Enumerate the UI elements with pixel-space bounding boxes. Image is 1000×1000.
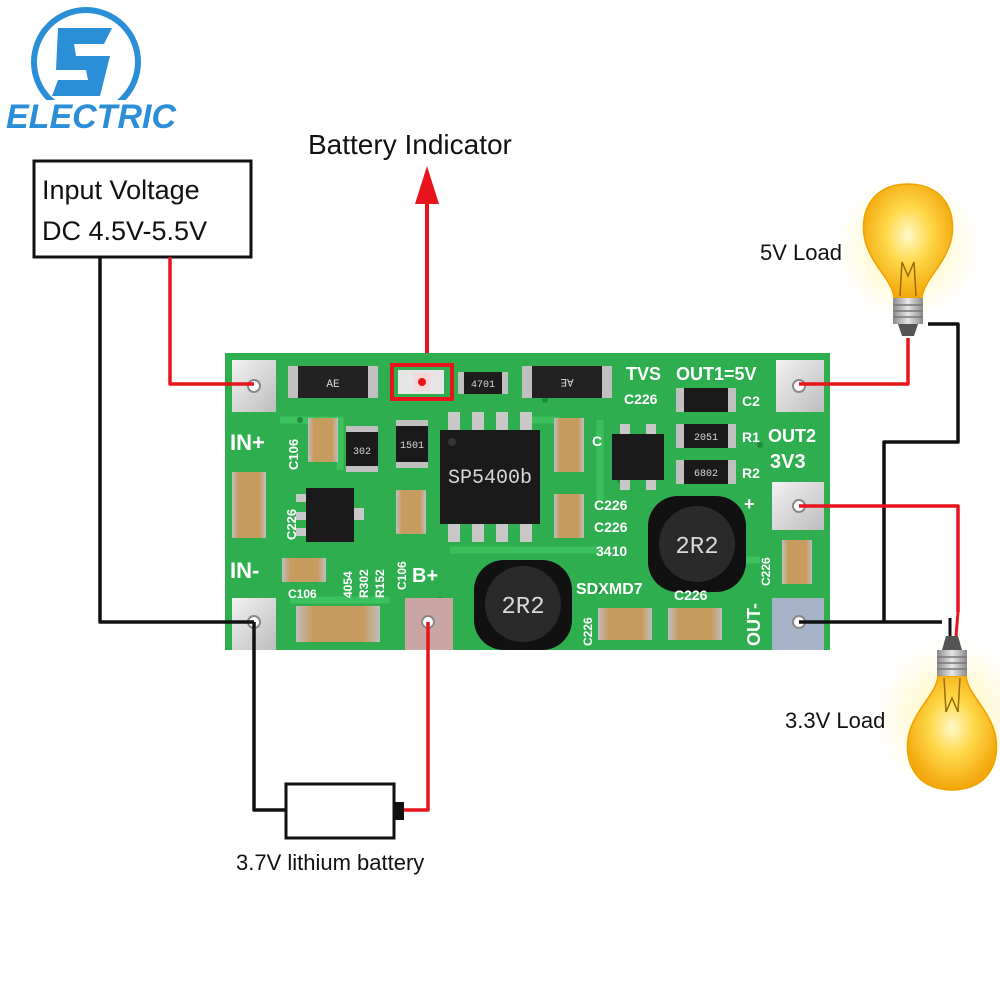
input-voltage-range: DC 4.5V-5.5V <box>42 216 207 246</box>
silk-4054: 4054 <box>341 571 355 598</box>
logo-text: ELECTRIC <box>6 98 176 136</box>
arrow-head-icon <box>415 166 439 204</box>
input-voltage-box: Input Voltage DC 4.5V-5.5V <box>32 159 253 259</box>
silk-c226-e: C226 <box>674 587 708 603</box>
silk-3410: 3410 <box>596 543 627 559</box>
silk-r152: R152 <box>373 569 387 598</box>
inductor-b: 2R2 <box>474 560 572 650</box>
load-5v-label: 5V Load <box>760 240 842 265</box>
silk-b-plus: B+ <box>412 565 438 587</box>
svg-text:AE: AE <box>326 379 340 391</box>
svg-text:6802: 6802 <box>694 469 718 480</box>
svg-text:2051: 2051 <box>694 433 718 444</box>
pcb-board: AE AE 4701 <box>225 353 830 650</box>
bulb-3v3-icon <box>876 611 1000 792</box>
resistor-302: 302 <box>346 426 378 472</box>
silk-in-minus: IN- <box>230 558 259 583</box>
silk-c226-d: C226 <box>594 519 628 535</box>
silk-in-plus: IN+ <box>230 430 265 455</box>
svg-text:2R2: 2R2 <box>501 594 544 621</box>
wire-5v-negative <box>882 322 960 622</box>
pad-out-minus <box>772 598 824 650</box>
silk-c106-b: C106 <box>288 587 317 601</box>
svg-text:302: 302 <box>353 447 371 458</box>
silk-r302: R302 <box>357 569 371 598</box>
silk-tvs: TVS <box>626 364 661 384</box>
wire-battery-positive <box>404 622 430 812</box>
wire-5v-positive <box>799 338 910 386</box>
resistor-4701: 4701 <box>458 372 508 394</box>
silk-out-minus: OUT- <box>744 603 764 646</box>
silk-out2: OUT2 <box>768 426 816 446</box>
ic-sp5400b: SP5400b <box>440 412 540 542</box>
brand-logo: ELECTRIC <box>6 7 176 136</box>
inductor-a: 2R2 <box>648 496 746 592</box>
silk-r2: R2 <box>742 465 760 481</box>
load-3v3-label: 3.3V Load <box>785 708 885 733</box>
battery-indicator-label: Battery Indicator <box>308 129 512 160</box>
resistor-c2 <box>676 388 736 412</box>
silk-c226-c: C226 <box>594 497 628 513</box>
wires <box>98 257 960 812</box>
resistor-2051: 2051 <box>676 424 736 448</box>
silk-c226-f: C226 <box>581 617 595 646</box>
pad-in-plus <box>232 360 276 412</box>
bulb-5v-icon <box>836 176 980 336</box>
svg-text:AE: AE <box>560 375 574 387</box>
svg-text:4701: 4701 <box>471 380 495 391</box>
wire-input-negative <box>98 257 254 624</box>
wire-battery-negative <box>252 622 286 812</box>
svg-text:1501: 1501 <box>400 441 424 452</box>
silk-c: C <box>592 433 602 449</box>
silk-sdxmd7: SDXMD7 <box>576 581 643 598</box>
logo-mark-icon <box>52 28 112 96</box>
silk-r1: R1 <box>742 429 760 445</box>
led-highlight-box <box>390 363 454 401</box>
silk-c226-b: C226 <box>624 391 658 407</box>
ic-4054 <box>296 488 364 542</box>
battery-indicator-led <box>398 370 444 394</box>
indicator-arrow <box>415 166 439 368</box>
silk-c2: C2 <box>742 393 760 409</box>
silk-c106-a: C106 <box>286 439 301 470</box>
silk-c226-a: C226 <box>284 509 299 540</box>
battery-label: 3.7V lithium battery <box>236 850 424 875</box>
silk-out1: OUT1=5V <box>676 364 757 384</box>
silk-c106-c: C106 <box>395 561 409 590</box>
pad-out1-5v <box>776 360 824 412</box>
battery-icon <box>284 782 404 840</box>
resistor-6802: 6802 <box>676 460 736 484</box>
capacitor-group <box>232 418 812 642</box>
input-voltage-label: Input Voltage <box>42 175 200 205</box>
silk-3v3: 3V3 <box>770 451 806 473</box>
wire-3v3-positive <box>799 504 960 612</box>
silk-plus: + <box>744 494 755 514</box>
wire-input-positive <box>168 257 254 386</box>
svg-text:SP5400b: SP5400b <box>448 467 532 490</box>
diode-b: AE <box>522 366 612 398</box>
resistor-1501: 1501 <box>396 420 428 468</box>
diode-a: AE <box>288 366 378 398</box>
ic-regulator <box>612 424 664 490</box>
silk-c226-g: C226 <box>759 557 773 586</box>
svg-text:2R2: 2R2 <box>675 534 718 561</box>
